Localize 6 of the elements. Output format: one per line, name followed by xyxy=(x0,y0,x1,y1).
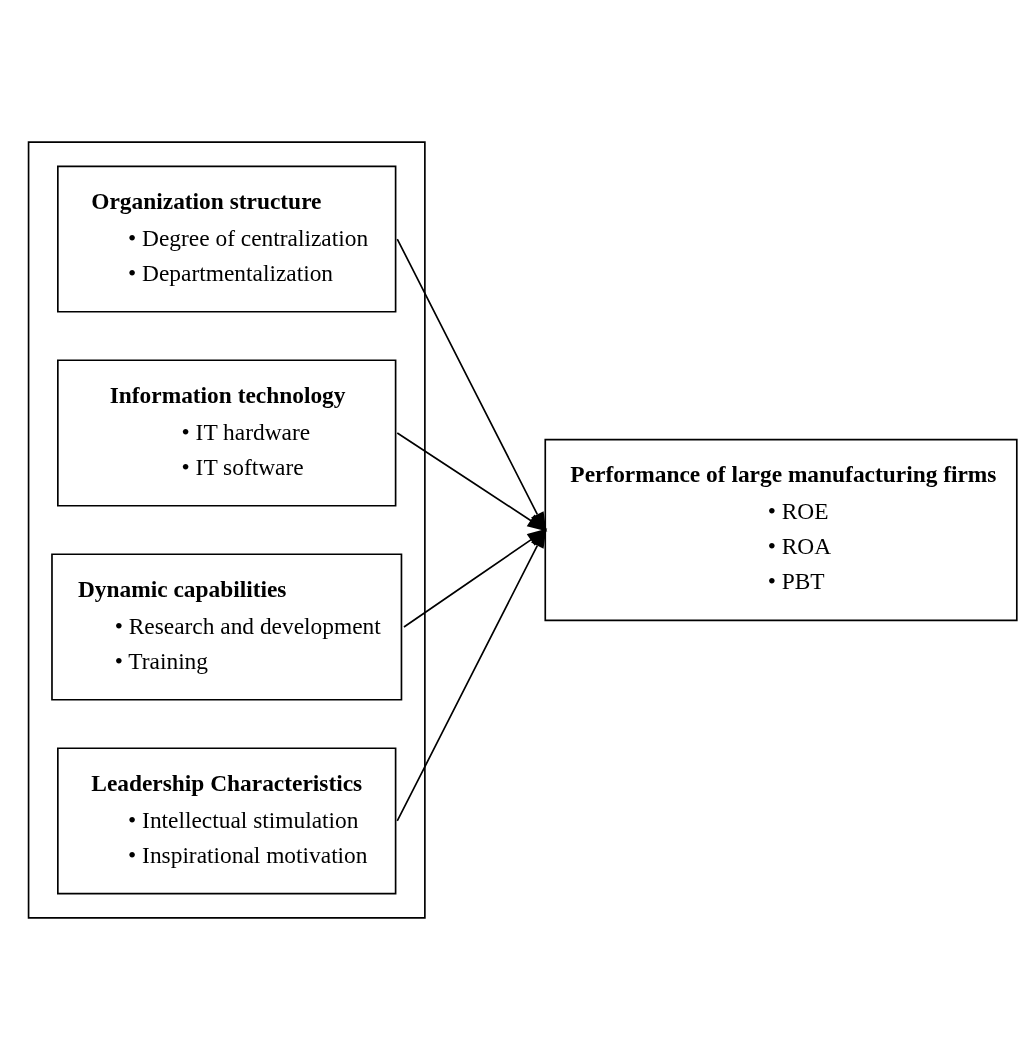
node-box: Performance of large manufacturing firms • ROE • ROA • PBT xyxy=(544,438,1018,622)
node-box: Organization structure • Degree of centralization • Departmentalization xyxy=(57,165,397,313)
node-box: Information technology • IT hardware • IT software xyxy=(57,359,397,507)
cluster xyxy=(27,141,426,919)
node-box: Dynamic capabilities • Research and development • Training xyxy=(51,553,403,701)
node-box: Leadership Characteristics • Intellectual stimulation • Inspirational motivation xyxy=(57,747,397,895)
